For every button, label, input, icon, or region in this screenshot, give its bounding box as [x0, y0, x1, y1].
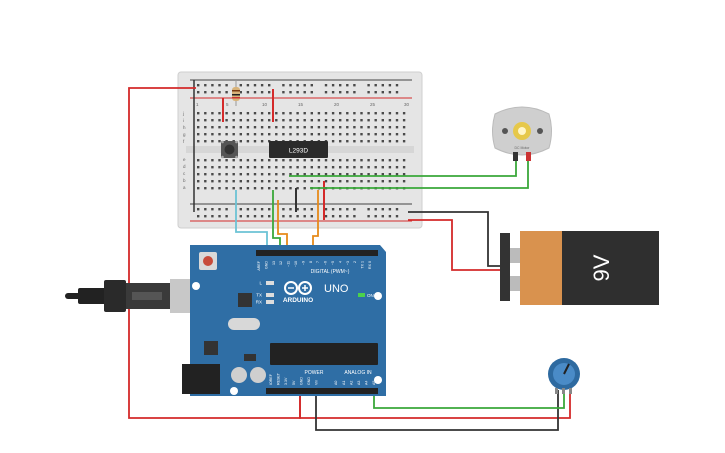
top-pin-label: ~11	[287, 261, 291, 267]
battery-9v[interactable]: 9V	[500, 231, 659, 305]
arduino-uno[interactable]: L TX RX ON ARDUINO UNO DIGITAL (PWM~) PO…	[182, 245, 386, 396]
top-pin-label: TX 1	[361, 261, 365, 269]
bottom-pin-label: A2	[349, 381, 353, 385]
resistor[interactable]	[232, 80, 240, 106]
column-number: 1	[196, 102, 199, 107]
bottom-pin-label: Vin	[315, 380, 319, 385]
column-number: 10	[262, 102, 268, 107]
chip-label: L293D	[289, 148, 308, 155]
analog-label: ANALOG IN	[344, 370, 372, 376]
arduino-logo-text: ARDUINO	[283, 297, 313, 304]
led-tx-label: TX	[256, 293, 262, 298]
bottom-pin-label: A5	[372, 381, 376, 385]
row-letter: h	[183, 125, 186, 130]
breadboard-jumpers	[193, 80, 325, 220]
column-number: 30	[404, 102, 410, 107]
top-pin-label: 13	[272, 261, 276, 265]
row-letter: f	[183, 139, 185, 144]
bottom-pin-label: GND	[307, 377, 311, 385]
usb-cable	[65, 279, 220, 313]
bottom-pin-label: RESET	[277, 372, 281, 385]
top-pin-label: 7	[316, 261, 320, 263]
top-pin-label: ~10	[294, 261, 298, 267]
power-label: POWER	[305, 370, 324, 376]
column-number: 20	[334, 102, 340, 107]
top-pin-label: GND	[264, 261, 268, 269]
dc-motor[interactable]: DC Motor	[492, 106, 552, 161]
bottom-pin-label: A1	[342, 381, 346, 385]
bottom-pin-label: A4	[365, 381, 369, 385]
bottom-pin-label: 5V	[292, 380, 296, 385]
row-letter: i	[183, 118, 184, 123]
bottom-pin-label: GND	[299, 377, 303, 385]
row-letter: d	[183, 164, 186, 169]
top-pin-label: RX 0	[368, 261, 372, 269]
top-pin-label: ~3	[346, 261, 350, 265]
bottom-pin-label: A3	[357, 381, 361, 385]
row-letter: c	[183, 171, 186, 176]
top-pin-label: ~5	[331, 261, 335, 265]
potentiometer[interactable]	[548, 358, 580, 394]
motor-label: DC Motor	[515, 146, 531, 150]
row-letter: b	[183, 178, 186, 183]
top-pin-label: 2	[353, 261, 357, 263]
column-number: 15	[298, 102, 304, 107]
row-letter: a	[183, 185, 186, 190]
top-pin-label: AREF	[257, 260, 261, 270]
column-number: 5	[226, 102, 229, 107]
led-rx-label: RX	[256, 300, 262, 305]
column-number: 25	[370, 102, 376, 107]
top-pin-label: 4	[338, 261, 342, 263]
row-letter: e	[183, 157, 186, 162]
top-pin-label: 12	[279, 261, 283, 265]
digital-label: DIGITAL (PWM~)	[311, 269, 350, 275]
bottom-pin-label: 3.3V	[284, 377, 288, 385]
push-button[interactable]	[221, 140, 238, 159]
led-l-label: L	[259, 281, 262, 286]
top-pin-label: ~6	[324, 261, 328, 265]
row-letter: j	[182, 111, 184, 116]
row-letter: g	[183, 132, 186, 137]
arduino-logo-icon	[284, 281, 312, 295]
bottom-pin-label: A0	[334, 381, 338, 385]
bottom-pin-label: IOREF	[269, 373, 273, 385]
top-pin-label: 8	[309, 261, 313, 263]
wires	[128, 87, 571, 431]
battery-label: 9V	[589, 254, 614, 281]
l293d-chip[interactable]: L293D	[269, 141, 328, 158]
on-label: ON	[367, 293, 374, 298]
arduino-model: UNO	[324, 283, 349, 295]
top-pin-label: ~9	[301, 261, 305, 265]
